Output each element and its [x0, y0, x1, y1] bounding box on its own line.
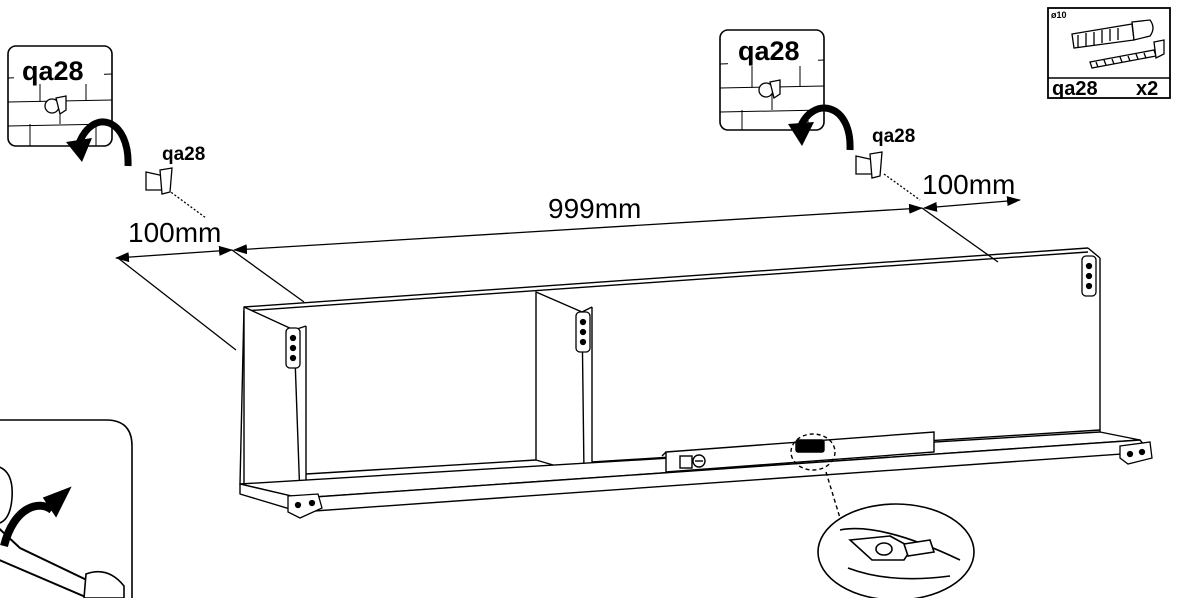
rotate-arrow-icon — [796, 104, 854, 151]
parts-code: qa28 — [1052, 78, 1098, 100]
hook-screw-icon — [1089, 39, 1165, 69]
wall-hook-icon — [44, 95, 67, 116]
dimension-span: 999mm — [548, 193, 641, 224]
wall-plug-icon — [1071, 19, 1154, 49]
right-wall-callout: qa28 — [719, 29, 854, 151]
drill-detail-panel — [0, 419, 133, 598]
dimension-lines — [115, 173, 1021, 351]
dimension-left-offset: 100mm — [128, 217, 221, 248]
left-hook-icon — [145, 167, 173, 195]
dimension-right-offset: 100mm — [922, 169, 1015, 200]
spirit-level — [661, 431, 935, 519]
parts-quantity: x2 — [1136, 78, 1158, 100]
left-wall-callout: qa28 — [7, 45, 132, 167]
turn-arrow-icon — [0, 501, 55, 548]
left-box-label: qa28 — [22, 56, 84, 86]
right-hook-label: qa28 — [872, 126, 915, 147]
parts-diameter: ø10 — [1051, 10, 1067, 20]
corner-brackets — [285, 255, 1153, 519]
left-hook-label: qa28 — [162, 144, 205, 165]
rotate-arrow-icon — [74, 118, 132, 167]
right-box-label: qa28 — [738, 36, 800, 66]
right-hook-icon — [855, 151, 883, 179]
level-bubble-detail — [817, 503, 975, 598]
parts-box: ø10 qa28 x2 — [1047, 7, 1171, 100]
wall-shelf — [239, 247, 1151, 513]
wall-hook-icon — [758, 79, 781, 100]
